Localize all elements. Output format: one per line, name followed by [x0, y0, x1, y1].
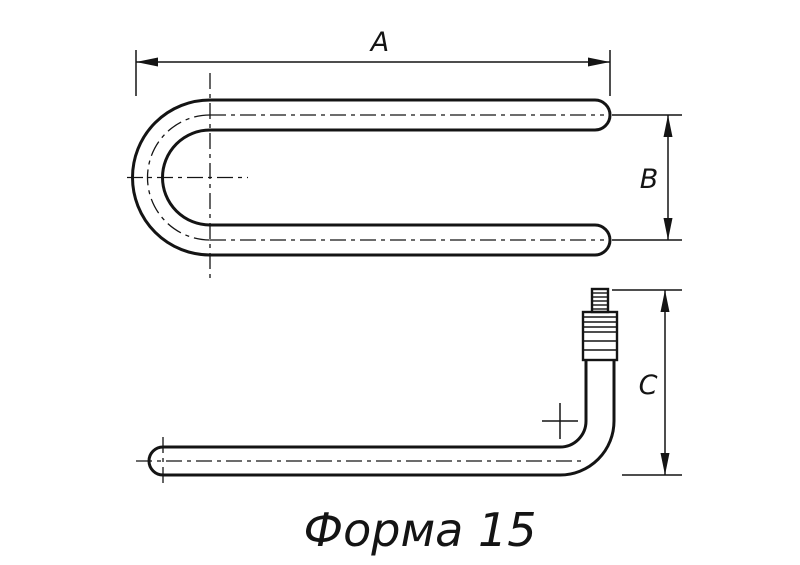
- side-tube-outline: [147, 360, 616, 477]
- bend-arc-centerline: [146, 114, 211, 241]
- terminal-collar: [581, 310, 619, 362]
- caption: Форма 15: [304, 503, 537, 557]
- dim-c-label: C: [639, 370, 658, 401]
- top-view: [127, 73, 612, 283]
- dimension-b: B: [612, 114, 682, 241]
- u-tube-outline: [131, 98, 612, 257]
- dim-c-arrow-bottom: [660, 453, 670, 475]
- dimension-a: A: [135, 27, 611, 96]
- dim-a-label: A: [369, 27, 389, 58]
- dim-a-arrow-right: [588, 57, 610, 67]
- dim-b-arrow-bottom: [663, 218, 673, 240]
- dim-a-arrow-left: [136, 57, 158, 67]
- dimension-c: C: [612, 289, 682, 476]
- dim-b-label: B: [640, 164, 659, 195]
- dim-b-arrow-top: [663, 115, 673, 137]
- side-view: [136, 287, 619, 485]
- dim-c-arrow-top: [660, 290, 670, 312]
